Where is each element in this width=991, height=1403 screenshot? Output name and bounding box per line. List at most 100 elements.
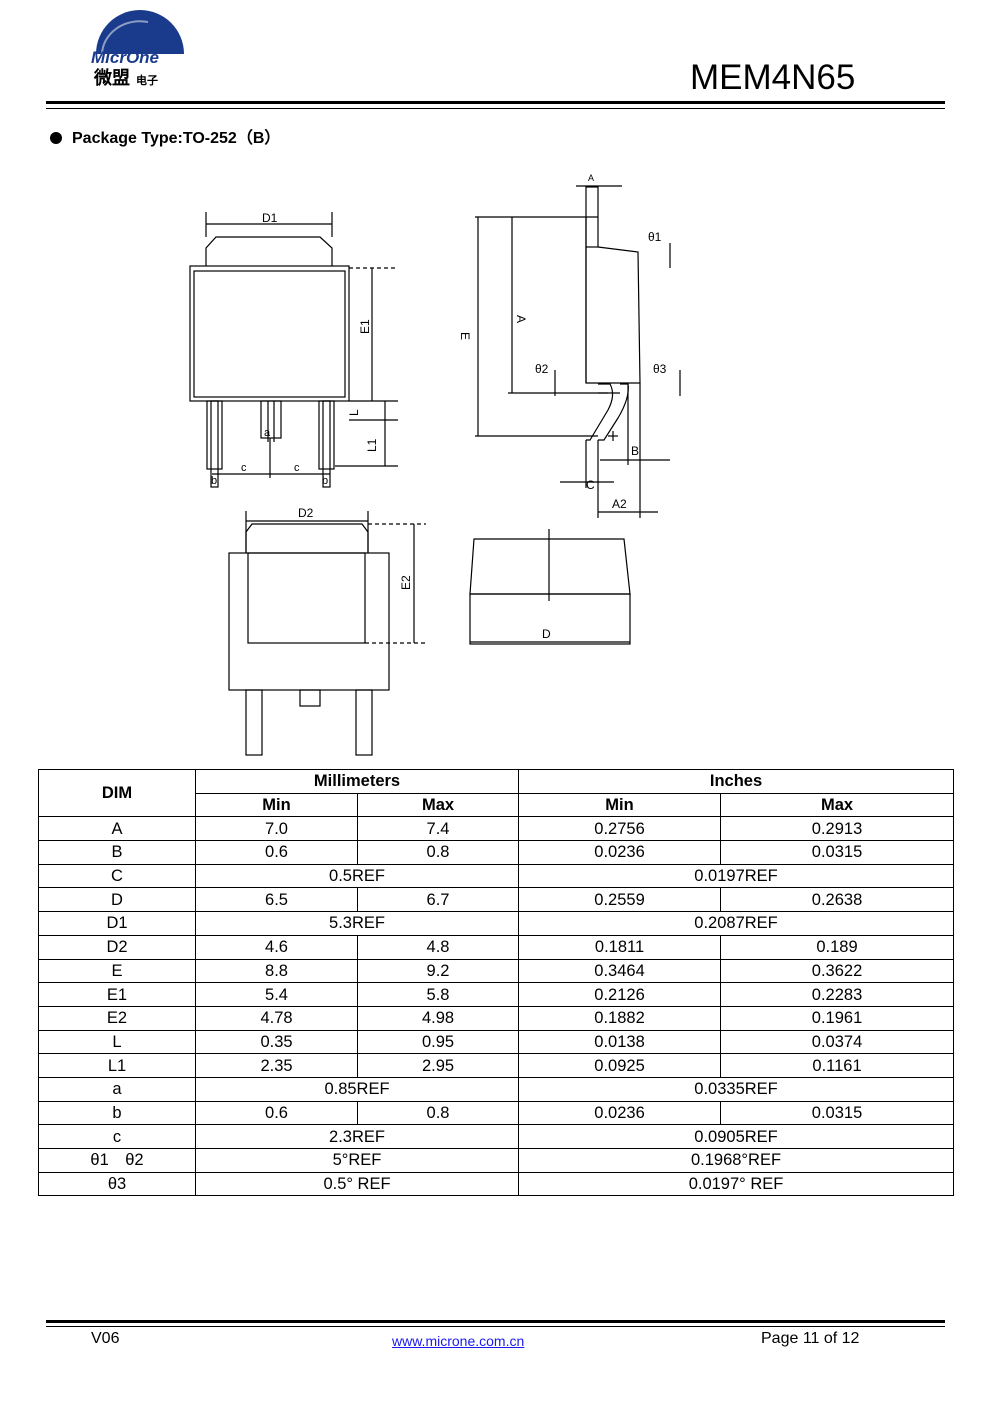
mm-ref-cell: 0.5REF bbox=[194, 863, 520, 889]
in-ref-cell: 0.1968°REF bbox=[518, 1148, 955, 1173]
in-max-cell: 0.0374 bbox=[720, 1029, 955, 1055]
mm-ref-cell: 5°REF bbox=[194, 1148, 520, 1173]
millimeters-header: Millimeters bbox=[194, 769, 520, 794]
in-ref-cell: 0.0335REF bbox=[518, 1076, 955, 1102]
label-d1: D1 bbox=[262, 211, 278, 225]
in-min-cell: 0.3464 bbox=[518, 958, 722, 984]
label-e2: E2 bbox=[399, 575, 413, 590]
label-big-b: B bbox=[631, 444, 639, 458]
mm-min-cell: 0.6 bbox=[195, 1100, 358, 1126]
dim-header: DIM bbox=[38, 768, 196, 818]
mm-ref-cell: 2.3REF bbox=[194, 1124, 520, 1149]
dim-cell: L bbox=[38, 1029, 196, 1055]
mm-max-cell: 2.95 bbox=[356, 1053, 520, 1078]
in-max-cell: 0.2638 bbox=[720, 887, 955, 913]
label-c-right: c bbox=[294, 462, 300, 474]
label-a: a bbox=[264, 427, 271, 439]
mm-max-header: Max bbox=[356, 792, 520, 818]
in-max-cell: 0.0315 bbox=[720, 840, 955, 865]
company-logo: MicrOne 微盟 电子 bbox=[88, 10, 188, 92]
dim-cell: D bbox=[38, 887, 196, 913]
logo-cn-text: 微盟 bbox=[93, 67, 130, 88]
package-type-label: Package Type:TO-252（B） bbox=[72, 130, 281, 147]
mm-max-cell: 4.98 bbox=[356, 1005, 520, 1031]
mm-max-cell: 4.8 bbox=[356, 934, 520, 960]
in-max-header: Max bbox=[720, 792, 955, 818]
mm-min-cell: 6.5 bbox=[195, 887, 358, 913]
label-b-left: b bbox=[211, 475, 217, 487]
mm-max-cell: 9.2 bbox=[356, 958, 520, 984]
in-max-cell: 0.2913 bbox=[720, 816, 955, 842]
mm-max-cell: 6.7 bbox=[356, 887, 520, 913]
mm-min-cell: 0.35 bbox=[195, 1029, 358, 1055]
in-ref-cell: 0.2087REF bbox=[518, 911, 955, 936]
footer-version: V06 bbox=[91, 1330, 120, 1347]
label-d: D bbox=[542, 627, 551, 641]
dim-cell: E2 bbox=[38, 1005, 196, 1031]
logo-cn-small-text: 电子 bbox=[136, 73, 158, 87]
dim-cell: B bbox=[38, 840, 196, 865]
label-a-top: A bbox=[588, 173, 594, 183]
in-min-header: Min bbox=[518, 792, 722, 818]
in-min-cell: 0.1811 bbox=[518, 934, 722, 960]
mm-max-cell: 5.8 bbox=[356, 982, 520, 1007]
label-e1: E1 bbox=[358, 319, 372, 334]
dim-cell: θ1 θ2 bbox=[38, 1148, 196, 1173]
label-theta1: θ1 bbox=[648, 230, 662, 244]
mm-max-cell: 0.8 bbox=[356, 840, 520, 865]
label-big-a: A bbox=[514, 315, 528, 323]
in-max-cell: 0.189 bbox=[720, 934, 955, 960]
dim-cell: E1 bbox=[38, 982, 196, 1007]
dim-cell: a bbox=[38, 1076, 196, 1102]
mm-min-cell: 5.4 bbox=[195, 982, 358, 1007]
in-min-cell: 0.0236 bbox=[518, 840, 722, 865]
footer-page-number: Page 11 of 12 bbox=[761, 1330, 860, 1347]
in-ref-cell: 0.0197REF bbox=[518, 863, 955, 889]
in-min-cell: 0.2126 bbox=[518, 982, 722, 1007]
document-title: MEM4N65 bbox=[690, 58, 856, 97]
footer-website-link[interactable]: www.microne.com.cn bbox=[392, 1333, 525, 1349]
mm-min-cell: 2.35 bbox=[195, 1053, 358, 1078]
label-d2: D2 bbox=[298, 506, 314, 520]
in-min-cell: 0.2756 bbox=[518, 816, 722, 842]
in-min-cell: 0.2559 bbox=[518, 887, 722, 913]
label-l: L bbox=[347, 409, 361, 416]
header-rule-thin bbox=[46, 108, 945, 109]
in-max-cell: 0.1961 bbox=[720, 1005, 955, 1031]
label-c-left: c bbox=[241, 462, 247, 474]
dim-cell: C bbox=[38, 863, 196, 889]
mm-min-cell: 4.78 bbox=[195, 1005, 358, 1031]
mm-max-cell: 7.4 bbox=[356, 816, 520, 842]
in-max-cell: 0.1161 bbox=[720, 1053, 955, 1078]
in-max-cell: 0.3622 bbox=[720, 958, 955, 984]
mm-ref-cell: 0.5° REF bbox=[194, 1171, 520, 1197]
label-l1: L1 bbox=[365, 438, 379, 452]
dim-cell: D2 bbox=[38, 934, 196, 960]
in-ref-cell: 0.0197° REF bbox=[518, 1171, 955, 1197]
inches-header: Inches bbox=[518, 769, 955, 794]
in-max-cell: 0.0315 bbox=[720, 1100, 955, 1126]
mm-ref-cell: 5.3REF bbox=[194, 911, 520, 936]
footer-rule-thin bbox=[46, 1326, 945, 1327]
mm-max-cell: 0.95 bbox=[356, 1029, 520, 1055]
bullet-icon bbox=[50, 132, 62, 144]
label-theta3: θ3 bbox=[653, 362, 667, 376]
dim-cell: A bbox=[38, 816, 196, 842]
logo-text: MicrOne bbox=[91, 48, 159, 67]
label-a2: A2 bbox=[612, 497, 627, 511]
mm-min-cell: 4.6 bbox=[195, 934, 358, 960]
in-max-cell: 0.2283 bbox=[720, 982, 955, 1007]
mm-min-cell: 7.0 bbox=[195, 816, 358, 842]
